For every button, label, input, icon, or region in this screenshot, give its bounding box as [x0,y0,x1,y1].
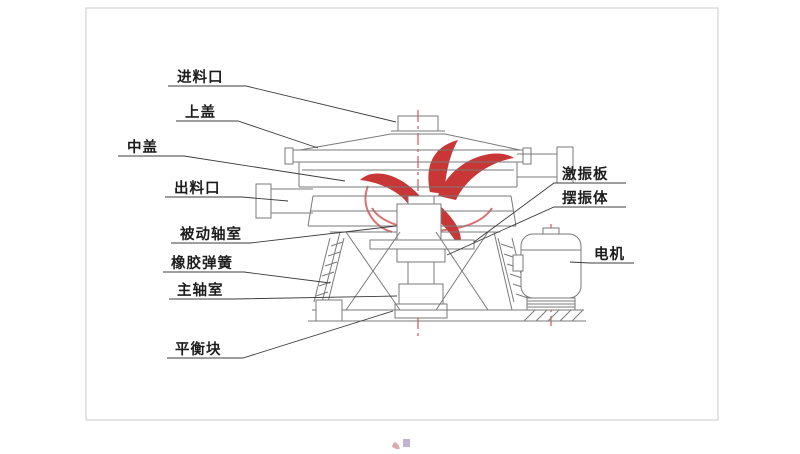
support-legs [319,231,513,311]
label-driven-shaft-chamber: 被动轴室 [180,225,242,243]
label-motor: 电机 [594,245,625,263]
label-discharge-outlet: 出料口 [174,179,221,197]
machine-drawing [255,115,586,322]
motor [512,227,582,311]
middle-cover [298,162,518,188]
leader-swing-body [446,206,626,256]
label-swing-body: 摆振体 [562,189,609,207]
leader-driven-shaft-chamber [171,225,397,244]
diagram-border [85,7,719,421]
excitation-plate [369,239,475,250]
part-labels: 进料口 上盖 中盖 出料口 被动轴室 橡胶弹簧 主轴室 平衡块 激振板 摆振体 … [127,68,625,358]
leader-upper-cover [176,120,319,149]
leader-lines [118,85,634,359]
label-balance-weight: 平衡块 [175,340,222,358]
label-middle-cover: 中盖 [127,138,158,156]
driven-shaft-chamber [396,195,442,241]
machine-base [308,299,586,322]
leader-middle-cover [118,155,346,182]
leader-excitation-plate [473,182,626,243]
label-main-shaft-chamber: 主轴室 [177,281,224,299]
leader-rubber-spring [163,271,331,284]
leader-feed-inlet [168,85,397,123]
leader-motor [569,261,634,264]
leader-main-shaft-chamber [169,295,398,300]
leader-discharge-outlet [165,196,289,202]
label-feed-inlet: 进料口 [177,68,224,86]
rubber-spring-left [313,237,345,303]
main-shaft-chamber [394,283,448,319]
bottom-watermark [392,439,410,450]
leader-balance-weight [167,310,394,359]
label-upper-cover: 上盖 [185,103,216,121]
label-rubber-spring: 橡胶弹簧 [171,254,233,272]
label-excitation-plate: 激振板 [562,165,609,183]
left-outlet [255,183,313,219]
swing-vibrator-body [396,248,446,285]
feed-inlet [391,115,445,135]
